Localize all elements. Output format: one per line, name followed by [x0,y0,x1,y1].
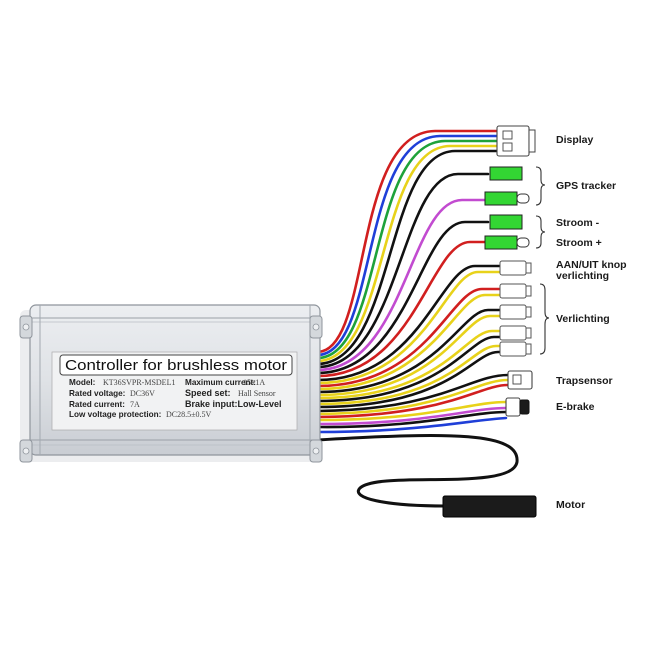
wire-aan-uit-yellow [316,270,502,385]
wire-light3-black [316,335,502,403]
label-display: Display [556,134,594,146]
wire-gps-purple [316,198,487,372]
wire-brake-purple [316,406,508,426]
label-stroom-plus: Stroom + [556,237,602,249]
wire-light4-black [316,350,502,409]
aan-uit-connector [499,260,532,276]
wire-aan-uit-black [316,264,502,382]
wire-brake-yellow [316,400,508,422]
rated-current-label: Rated current: [69,400,125,409]
stroom-plus-connector [484,235,530,250]
wire-light4-yellow [316,344,502,406]
speed-set-label: Speed set: [185,388,231,398]
controller-title: Controller for brushless motor [65,358,287,374]
rated-current-value: 7A [130,400,140,409]
wire-stroom-plus-red [316,240,487,378]
low-voltage-label: Low voltage protection: [69,410,161,419]
verlichting-connectors [499,283,532,357]
wire-trap-black [316,373,510,413]
wire-light1-yellow [316,293,502,391]
stroom-min-connector [489,214,523,230]
label-trapsensor: Trapsensor [556,375,613,387]
stroom-bracket [535,215,546,249]
e-brake-connector [505,397,530,417]
gps-connector [484,166,530,206]
display-connector [496,125,536,157]
label-aan-uit-line2: verlichting [556,270,609,282]
wire-display-red [316,129,500,354]
speed-set-value: Hall Sensor [238,389,276,398]
wire-phase-black [316,410,508,429]
wire-display-yellow [316,144,500,363]
model-value: KT36SVPR-MSDEL1 [103,378,175,387]
verlichting-bracket [539,283,550,355]
label-aan-uit-line1: AAN/UIT knop [556,259,627,271]
max-current-label: Maximum current: [185,378,256,387]
wire-gps-black [316,172,490,369]
wire-trap-yellow [316,378,510,416]
label-stroom-min: Stroom - [556,217,600,229]
wire-stroom-min-black [316,220,490,375]
wire-light2-yellow [316,314,502,397]
motor-connector [442,495,537,518]
wire-display-black [316,149,500,366]
max-current-value: 15±1A [243,378,265,387]
brake-input-label: Brake input:Low-Level [185,399,282,409]
label-verlichting: Verlichting [556,313,610,325]
wire-display-blue [316,134,500,357]
label-motor: Motor [556,499,585,511]
gps-bracket [535,166,546,206]
wire-light1-red [316,287,502,388]
trapsensor-connector [507,370,533,390]
wire-display-green [316,139,500,360]
wire-light2-black [316,308,502,394]
low-voltage-value: DC28.5±0.5V [166,410,212,419]
wire-light3-yellow [316,329,502,400]
rated-voltage-value: DC36V [130,389,155,398]
wire-trap-red [316,383,510,419]
model-label: Model: [69,378,95,387]
label-e-brake: E-brake [556,401,595,413]
label-gps-tracker: GPS tracker [556,180,616,192]
rated-voltage-label: Rated voltage: [69,389,125,398]
wire-phase-blue [316,416,508,434]
wire-bundle [316,129,510,434]
spec-label: Controller for brushless motor Model: KT… [51,351,298,431]
motor-cable [317,434,519,508]
